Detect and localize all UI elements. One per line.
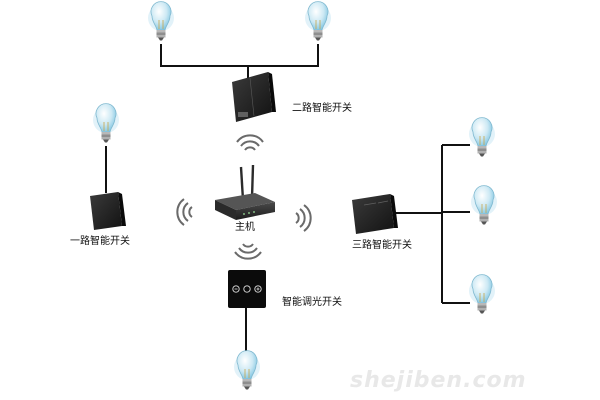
light-bulb-icon bbox=[147, 1, 175, 41]
one-way-switch-icon bbox=[90, 192, 126, 230]
wire-right bbox=[396, 144, 470, 304]
two-way-switch-icon bbox=[232, 72, 276, 122]
light-bulb-icon bbox=[233, 350, 261, 390]
wifi-signal-icon bbox=[295, 204, 312, 232]
wire-top bbox=[160, 44, 319, 80]
watermark: shejiben.com bbox=[350, 368, 527, 393]
wifi-signal-icon bbox=[176, 198, 193, 226]
light-bulb-icon bbox=[92, 103, 120, 143]
dimmer-switch-label: 智能调光开关 bbox=[282, 297, 342, 308]
hub-label: 主机 bbox=[235, 222, 255, 233]
two-way-switch-label: 二路智能开关 bbox=[292, 103, 352, 114]
wifi-signal-icon bbox=[234, 243, 262, 260]
wifi-signal-icon bbox=[236, 134, 264, 151]
three-way-switch-icon bbox=[352, 194, 398, 234]
one-way-switch-label: 一路智能开关 bbox=[70, 236, 130, 247]
light-bulb-icon bbox=[304, 1, 332, 41]
three-way-switch-label: 三路智能开关 bbox=[352, 240, 412, 251]
wiring bbox=[105, 44, 470, 358]
light-bulb-icon bbox=[468, 274, 496, 314]
light-bulb-icon bbox=[470, 185, 498, 225]
wireless-router-icon bbox=[215, 164, 275, 220]
dimmer-switch-icon bbox=[228, 270, 266, 308]
light-bulb-icon bbox=[468, 117, 496, 157]
